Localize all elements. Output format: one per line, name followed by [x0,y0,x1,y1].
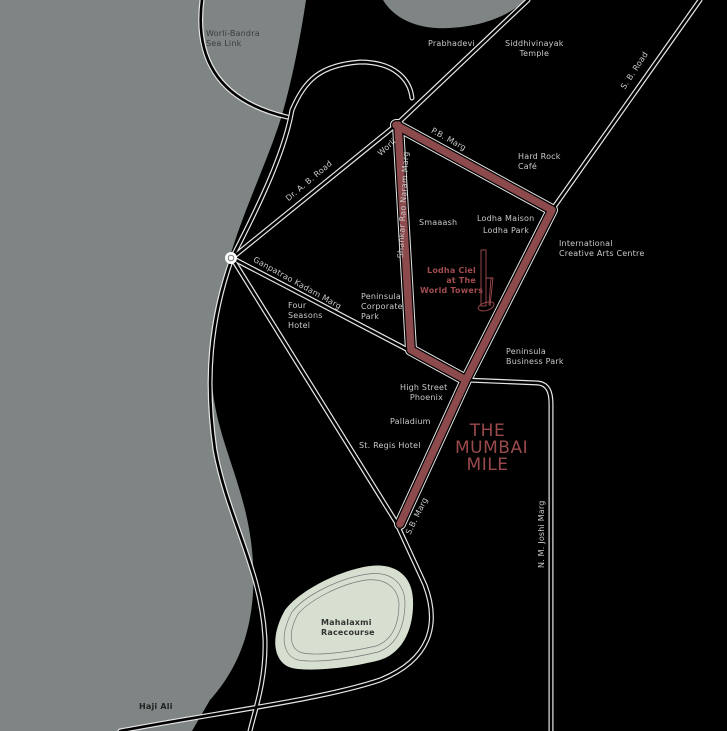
road-label-nm-joshi: N. M. Joshi Marg [537,500,546,568]
sea-west [0,0,306,731]
label-lodha-park: Lodha Park [483,226,530,235]
label-lodha-maison: Lodha Maison [477,214,535,223]
tower-icon [477,249,495,312]
label-haji-ali: Haji Ali [139,702,173,711]
label-prabhadevi: Prabhadevi [428,39,475,48]
label-smaaash: Smaaash [419,218,458,227]
label-palladium: Palladium [390,417,431,426]
label-st-regis: St. Regis Hotel [359,441,421,450]
racecourse [275,565,414,670]
mumbai-mile-route [392,121,556,528]
junction-roundabout [225,252,237,264]
sea-north [383,0,525,29]
